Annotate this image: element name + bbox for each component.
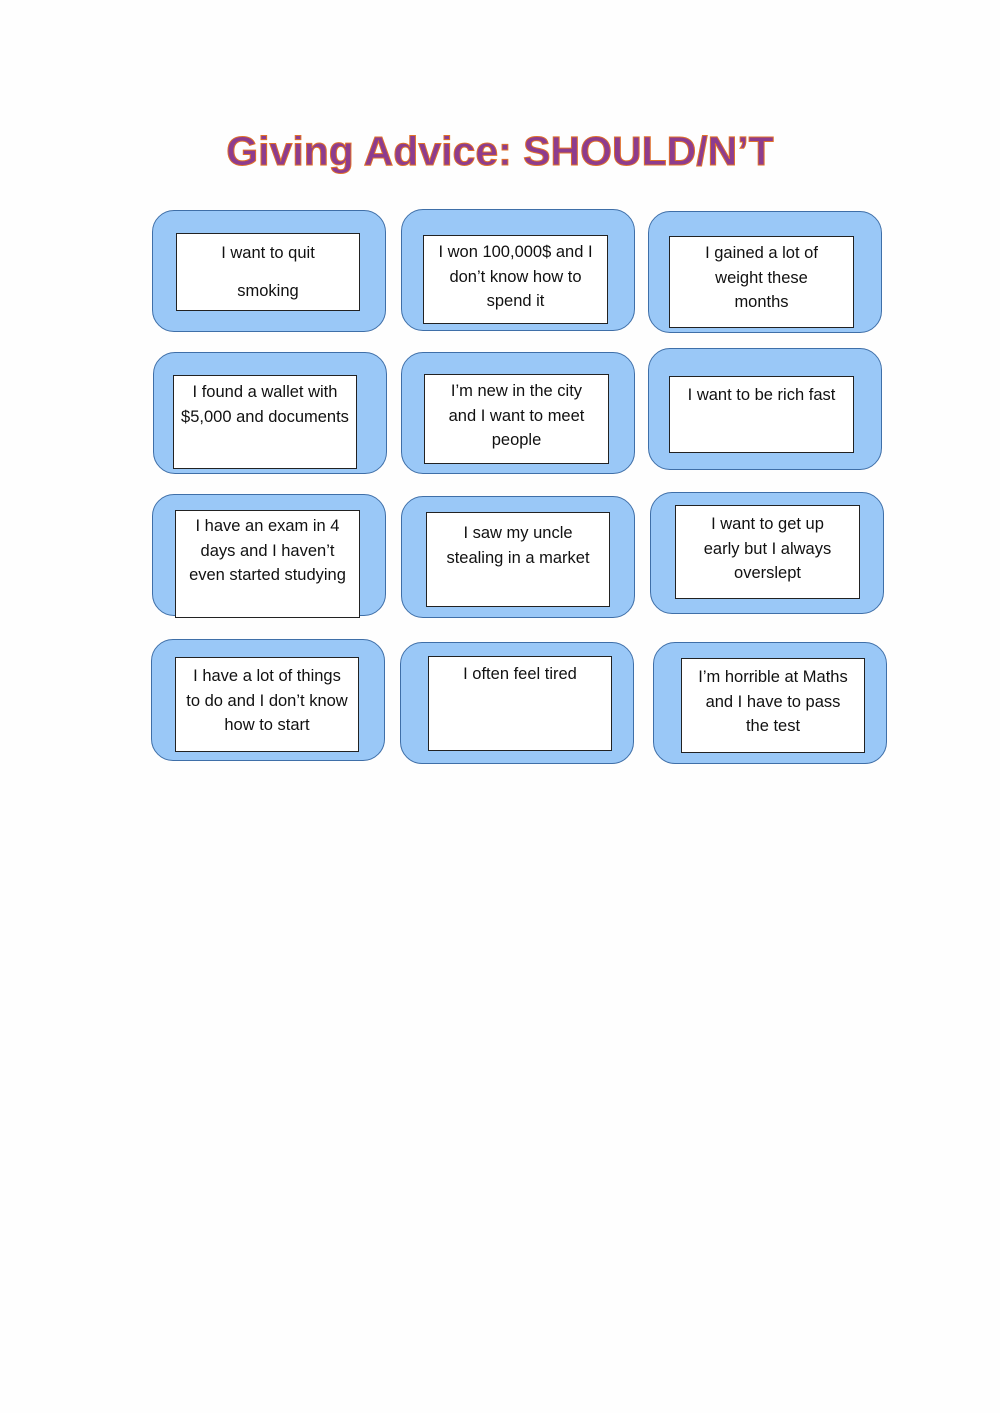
card-text: I often feel tired [428, 656, 612, 751]
card-text: I want to be rich fast [669, 376, 854, 453]
card-text: I gained a lot of weight these months [669, 236, 854, 328]
advice-card[interactable]: I want to get up early but I always over… [650, 492, 884, 614]
card-text: I’m horrible at Maths and I have to pass… [681, 658, 865, 753]
advice-card[interactable]: I have an exam in 4 days and I haven’t e… [152, 494, 386, 618]
advice-card[interactable]: I’m new in the city and I want to meet p… [401, 352, 635, 474]
page-title: Giving Advice: SHOULD/N’T [226, 128, 774, 175]
card-text: I saw my uncle stealing in a market [426, 512, 610, 607]
card-text: I won 100,000$ and I don’t know how to s… [423, 235, 608, 324]
card-text: I want to get up early but I always over… [675, 505, 860, 599]
advice-card[interactable]: I won 100,000$ and I don’t know how to s… [401, 209, 635, 331]
card-text: I have a lot of things to do and I don’t… [175, 657, 359, 752]
advice-card[interactable]: I’m horrible at Maths and I have to pass… [653, 642, 887, 764]
advice-card[interactable]: I have a lot of things to do and I don’t… [151, 639, 385, 761]
advice-card[interactable]: I saw my uncle stealing in a market [401, 496, 635, 618]
card-text: I found a wallet with $5,000 and documen… [173, 375, 357, 469]
card-text: I’m new in the city and I want to meet p… [424, 374, 609, 464]
card-text: I have an exam in 4 days and I haven’t e… [175, 510, 360, 618]
advice-card[interactable]: I gained a lot of weight these months [648, 211, 882, 333]
advice-card[interactable]: I often feel tired [400, 642, 634, 764]
advice-card[interactable]: I want to be rich fast [648, 348, 882, 470]
advice-card[interactable]: I want to quit smoking [152, 210, 386, 332]
advice-card[interactable]: I found a wallet with $5,000 and documen… [153, 352, 387, 474]
card-text: I want to quit smoking [176, 233, 360, 311]
